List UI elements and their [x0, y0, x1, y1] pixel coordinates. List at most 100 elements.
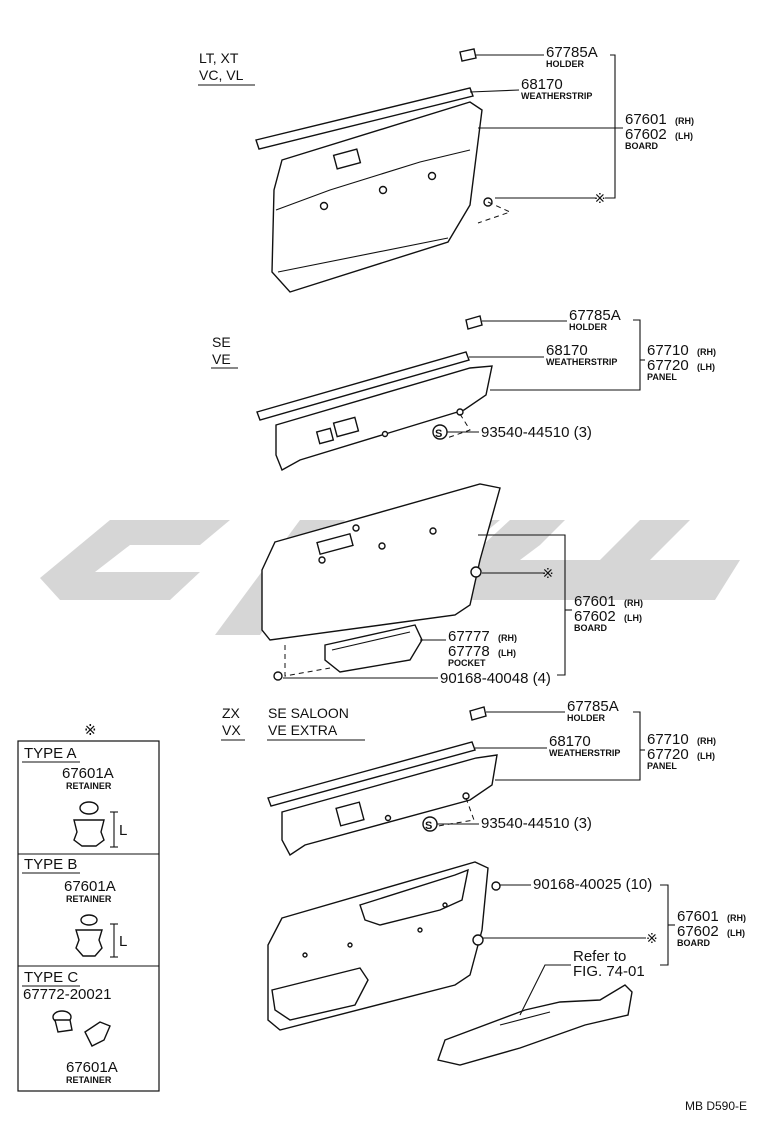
- part-number: 67602: [574, 608, 616, 625]
- retainer-clip: [472, 934, 484, 946]
- part-number: 67785A: [567, 698, 619, 715]
- part-number: 67710: [647, 731, 689, 748]
- part-name: WEATHERSTRIP: [546, 357, 617, 367]
- legend-box: [17, 740, 160, 1092]
- part-number: 67777: [448, 628, 490, 645]
- part-number: 67772-20021: [23, 986, 111, 1003]
- reference-note: Refer to: [573, 948, 626, 965]
- board-hole: [442, 902, 448, 908]
- asterisk-marker: ※: [542, 565, 554, 581]
- board-crease: [275, 149, 471, 211]
- side-label: (LH): [697, 751, 715, 761]
- side-label: (RH): [624, 598, 643, 608]
- part-name: BOARD: [574, 623, 607, 633]
- variant-label: SE: [212, 334, 231, 350]
- part-number: 68170: [549, 733, 591, 750]
- part-name: RETAINER: [66, 1075, 112, 1085]
- leader-line: [469, 89, 520, 93]
- part-number: 67601A: [66, 1059, 118, 1076]
- bracket-line: [605, 54, 616, 199]
- upper-panel: [281, 754, 498, 857]
- section-1: LT, XT VC, VL 67785A HOLDER 68170 WEATHE…: [198, 44, 694, 293]
- variant-label: SE SALOON: [268, 705, 349, 721]
- bracket-line: [490, 319, 641, 391]
- upper-panel: [275, 365, 493, 471]
- part-number: 93540-44510 (3): [481, 424, 592, 441]
- board-crease: [277, 237, 449, 273]
- bracket-line: [495, 711, 641, 781]
- panel-hole: [384, 814, 392, 822]
- weatherstrip: [256, 351, 470, 421]
- screw-head: [491, 881, 501, 891]
- retainer-type-b-icon: [75, 914, 103, 957]
- part-name: WEATHERSTRIP: [521, 91, 592, 101]
- part-number: 67601A: [62, 765, 114, 782]
- part-name: HOLDER: [569, 322, 608, 332]
- retainer-type-legend: ※ TYPE A 67601A RETAINER L TYPE B 67601A…: [17, 722, 160, 1092]
- part-name: BOARD: [677, 938, 710, 948]
- board-hole: [302, 952, 308, 958]
- part-number: 68170: [521, 76, 563, 93]
- side-label: (RH): [697, 347, 716, 357]
- armrest-assembly: [437, 984, 633, 1066]
- panel-clip: [456, 408, 464, 416]
- part-number: 90168-40025 (10): [533, 876, 652, 893]
- door-board: [261, 483, 501, 641]
- asterisk-marker: ※: [646, 930, 658, 946]
- board-hole: [417, 927, 423, 933]
- section-2: SE VE S 67785A HOLDER 68170 WEATHERSTRIP…: [211, 307, 716, 687]
- part-number: 67601: [625, 111, 667, 128]
- dashed-guide: [477, 201, 512, 224]
- dashed-guide: [446, 413, 471, 439]
- door-pocket: [324, 624, 423, 673]
- pocket-edge: [331, 631, 411, 651]
- part-number: 67785A: [569, 307, 621, 324]
- part-name: PANEL: [647, 372, 677, 382]
- variant-label: VE EXTRA: [268, 722, 338, 738]
- armrest-grip: [359, 868, 469, 926]
- side-label: (RH): [727, 913, 746, 923]
- dashed-guide: [284, 645, 331, 677]
- board-hole: [318, 556, 326, 564]
- screw-label: S: [435, 428, 442, 440]
- weatherstrip: [255, 87, 474, 150]
- part-number: 67602: [677, 923, 719, 940]
- variant-label: ZX: [222, 705, 241, 721]
- part-name: PANEL: [647, 761, 677, 771]
- weatherstrip: [267, 741, 476, 807]
- part-number: 68170: [546, 342, 588, 359]
- side-label: (RH): [498, 633, 517, 643]
- leader-line: [519, 964, 571, 1016]
- door-board: [271, 101, 483, 293]
- side-label: (LH): [727, 928, 745, 938]
- part-number: 67710: [647, 342, 689, 359]
- board-hole: [378, 542, 386, 550]
- part-name: HOLDER: [567, 713, 606, 723]
- panel-cutout: [315, 427, 335, 445]
- bracket-line: [660, 884, 669, 966]
- part-name: HOLDER: [546, 59, 585, 69]
- asterisk-marker: ※: [594, 190, 606, 206]
- side-label: (LH): [675, 131, 693, 141]
- board-hole: [319, 201, 329, 211]
- part-name: WEATHERSTRIP: [549, 748, 620, 758]
- board-hole: [429, 527, 437, 535]
- part-number: 67601: [574, 593, 616, 610]
- variant-label: VC, VL: [199, 67, 244, 83]
- asterisk-marker: ※: [84, 722, 97, 739]
- part-number: 93540-44510 (3): [481, 815, 592, 832]
- side-label: (LH): [624, 613, 642, 623]
- type-label: TYPE B: [24, 856, 77, 873]
- holder-clip: [469, 706, 487, 721]
- part-number: 67601A: [64, 878, 116, 895]
- part-number: 90168-40048 (4): [440, 670, 551, 687]
- side-label: (RH): [675, 116, 694, 126]
- board-hole: [347, 942, 353, 948]
- holder-clip: [459, 48, 477, 62]
- panel-cutout: [335, 801, 365, 827]
- part-number: 67778: [448, 643, 490, 660]
- part-name: BOARD: [625, 141, 658, 151]
- bracket-line: [478, 534, 566, 676]
- part-number: 67601: [677, 908, 719, 925]
